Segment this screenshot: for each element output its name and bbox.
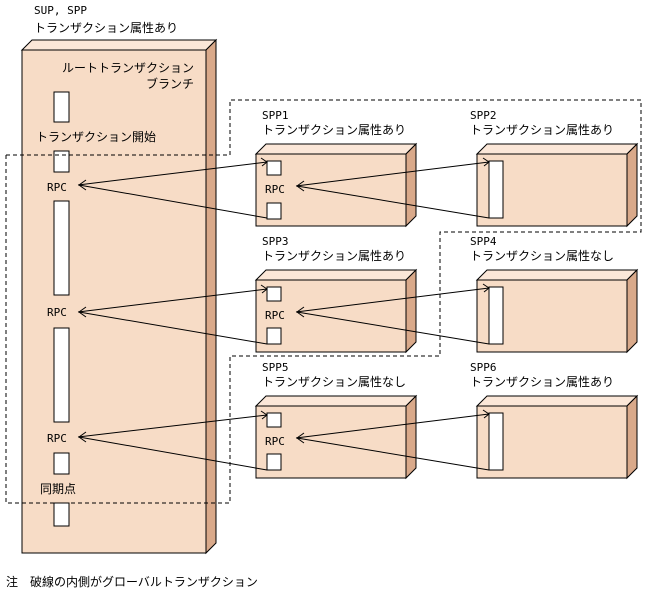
- spp3-attr: トランザクション属性あり: [262, 249, 406, 263]
- activation-bar: [53, 91, 70, 123]
- spp6-node: [475, 394, 639, 480]
- rpc-label: RPC: [47, 432, 67, 445]
- spp1-node: [254, 142, 418, 228]
- spp4-id: SPP4: [470, 235, 497, 248]
- spp6-id: SPP6: [470, 361, 497, 374]
- activation-bar: [53, 150, 70, 173]
- spp4-node: [475, 268, 639, 354]
- spp1-id: SPP1: [262, 109, 289, 122]
- sup-node: [20, 38, 218, 555]
- rpc-label: RPC: [265, 183, 285, 196]
- spp2-node: [475, 142, 639, 228]
- spp2-id: SPP2: [470, 109, 497, 122]
- spp1-attr: トランザクション属性あり: [262, 123, 406, 137]
- activation-bar: [53, 200, 70, 296]
- sup-title-line1: SUP, SPP: [34, 4, 87, 17]
- spp5-attr: トランザクション属性なし: [262, 375, 406, 389]
- spp6-attr: トランザクション属性あり: [470, 375, 614, 389]
- sync-point-label: 同期点: [40, 482, 76, 496]
- note-text: 破線の内側がグローバルトランザクション: [30, 574, 258, 589]
- rpc-label: RPC: [47, 306, 67, 319]
- rpc-label: RPC: [47, 181, 67, 194]
- transaction-start-label: トランザクション開始: [36, 130, 156, 144]
- activation-bar: [53, 502, 70, 527]
- spp3-node: [254, 268, 418, 354]
- activation-bar: [53, 327, 70, 423]
- root-branch-line2: ブランチ: [146, 76, 194, 91]
- rpc-arrows: [77, 157, 490, 471]
- spp4-attr: トランザクション属性なし: [470, 249, 614, 263]
- spp5-id: SPP5: [262, 361, 289, 374]
- activation-bar: [53, 452, 70, 475]
- root-branch-line1: ルートトランザクション: [62, 61, 194, 75]
- spp3-id: SPP3: [262, 235, 289, 248]
- rpc-label: RPC: [265, 435, 285, 448]
- global-transaction-boundary: [5, 99, 642, 504]
- rpc-label: RPC: [265, 309, 285, 322]
- sup-title-line2: トランザクション属性あり: [34, 21, 178, 35]
- note-prefix: 注: [6, 574, 18, 589]
- spp2-attr: トランザクション属性あり: [470, 123, 614, 137]
